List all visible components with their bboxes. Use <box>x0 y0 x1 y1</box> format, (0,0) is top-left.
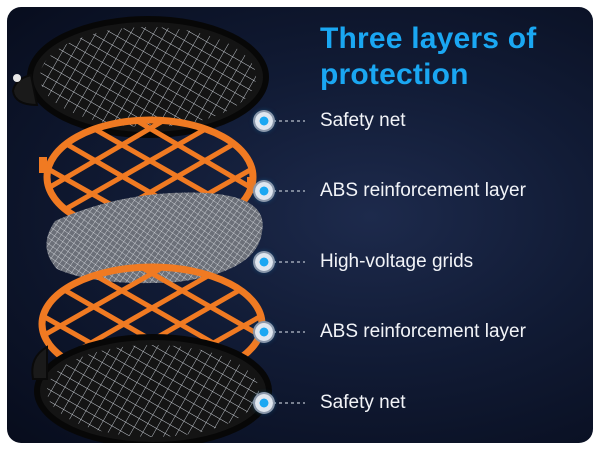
infographic-card: Three layers of protection Safety net AB… <box>7 7 593 443</box>
handle-light-icon <box>13 74 21 82</box>
layer-label-safety-net-top: Safety net <box>320 110 406 131</box>
layer-label-high-voltage: High-voltage grids <box>320 251 474 272</box>
title-line-1: Three layers of <box>320 22 537 55</box>
title-line-2: protection <box>320 58 469 91</box>
high-voltage-grid <box>46 192 263 284</box>
layer-marker-2 <box>255 182 273 200</box>
top-safety-net <box>11 16 269 138</box>
layer-label-safety-net-bottom: Safety net <box>320 392 406 413</box>
layer-marker-5 <box>255 394 273 412</box>
layer-label-abs-upper: ABS reinforcement layer <box>320 180 526 201</box>
layer-label-abs-lower: ABS reinforcement layer <box>320 321 526 342</box>
leader-lines <box>273 120 305 404</box>
bottom-safety-net <box>31 334 272 443</box>
racket-exploded-view <box>11 16 272 443</box>
layer-marker-1 <box>255 112 273 130</box>
page-title: Three layers of protection <box>320 21 590 93</box>
layer-marker-3 <box>255 253 273 271</box>
layer-marker-4 <box>255 323 273 341</box>
